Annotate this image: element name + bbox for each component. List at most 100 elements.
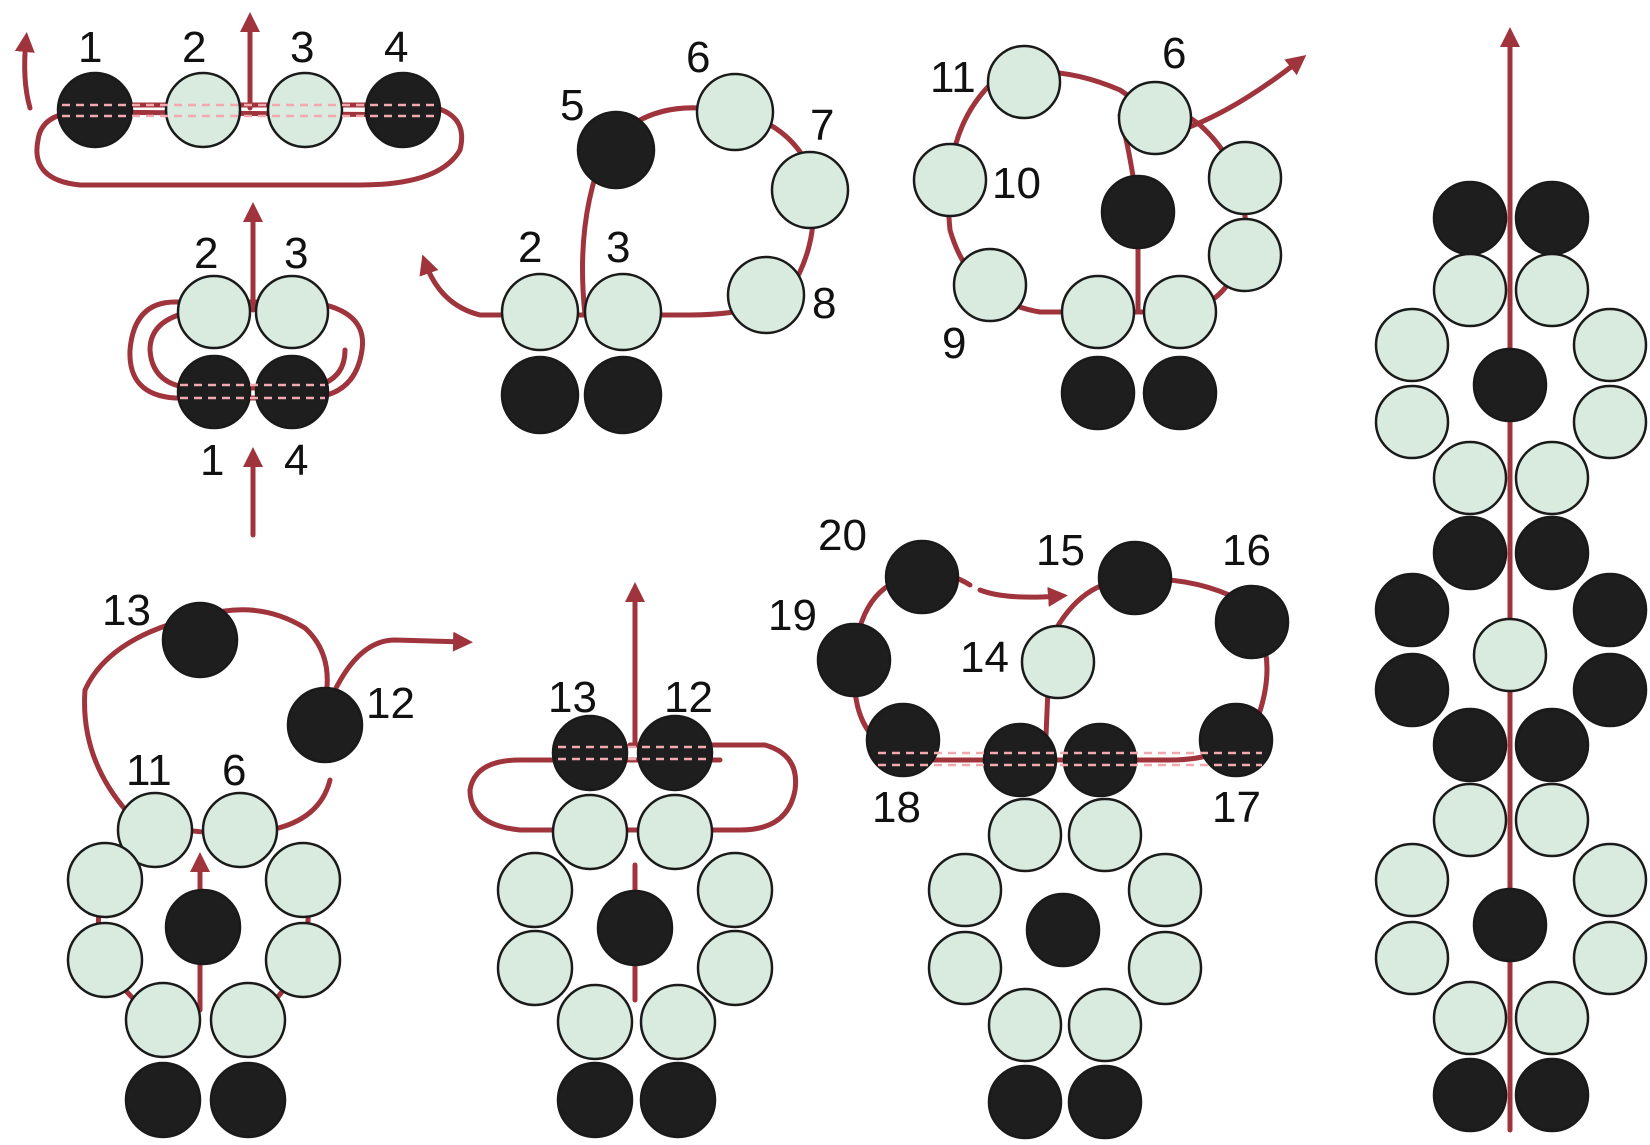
bead-side-left xyxy=(1374,652,1450,728)
step-5: 13 12 xyxy=(467,582,799,1139)
bead-11 xyxy=(986,44,1062,120)
bead-9 xyxy=(952,247,1028,323)
step-2: 5 6 7 2 3 8 xyxy=(419,33,850,435)
bead-2 xyxy=(164,71,242,149)
label: 14 xyxy=(960,633,1009,682)
bead-11 xyxy=(116,791,194,869)
bead-side-left xyxy=(1374,307,1450,383)
bead-3 xyxy=(254,274,330,350)
thread-loop xyxy=(467,742,799,833)
bead-mid-left xyxy=(987,797,1063,873)
bead-side-right-upper xyxy=(1127,852,1203,928)
bead-13 xyxy=(551,714,629,792)
bead-side-right xyxy=(1572,572,1648,648)
step-6: 20 15 16 19 14 18 17 xyxy=(768,511,1290,1140)
label: 3 xyxy=(290,23,314,72)
bead-14 xyxy=(1020,624,1096,700)
bead-20 xyxy=(884,539,960,615)
thread-inside xyxy=(62,103,438,118)
bead-row-left xyxy=(1432,515,1508,591)
bead-row-right xyxy=(1514,782,1590,858)
bead-side-left-lower xyxy=(496,929,574,1007)
label: 9 xyxy=(942,319,966,368)
bead-side-right-lower xyxy=(696,929,774,1007)
bead-base-left xyxy=(1432,1057,1508,1133)
bead-center xyxy=(1472,617,1548,693)
bead-base-right xyxy=(209,1061,287,1139)
label: 10 xyxy=(992,159,1041,208)
bead-6 xyxy=(201,791,279,869)
bead-side-right-upper xyxy=(696,851,774,929)
step-1b: 2 3 1 4 xyxy=(127,202,366,538)
bead-ring-right-upper xyxy=(1207,140,1283,216)
bead-side-left-upper xyxy=(66,841,144,919)
bead-3 xyxy=(266,71,344,149)
bead-center xyxy=(1025,892,1101,968)
bead-13 xyxy=(161,601,239,679)
thread-inside xyxy=(558,745,708,761)
bead-16 xyxy=(1214,584,1290,660)
bead-8 xyxy=(726,255,806,335)
bead-top-right xyxy=(1062,722,1138,798)
bead-12 xyxy=(286,686,364,764)
bead-side-left-upper xyxy=(927,852,1003,928)
label: 13 xyxy=(548,673,597,722)
bead-top-right xyxy=(1514,180,1590,256)
label: 7 xyxy=(810,101,834,150)
label: 2 xyxy=(182,23,206,72)
bead-bottom-right xyxy=(1067,987,1143,1063)
bead-side-right xyxy=(1572,307,1648,383)
bead-base-left xyxy=(124,1061,202,1139)
bead-side-left-lower xyxy=(66,921,144,999)
bead-base-left xyxy=(987,1064,1063,1140)
bead-12 xyxy=(636,714,714,792)
bead-row-left xyxy=(1432,782,1508,858)
bead-19 xyxy=(816,622,892,698)
thread-arrow-out xyxy=(977,586,1068,607)
bead-4 xyxy=(364,71,442,149)
thread-loop xyxy=(34,102,465,188)
label: 3 xyxy=(606,223,630,272)
label: 1 xyxy=(78,23,102,72)
label: 8 xyxy=(812,279,836,328)
bead-bottom-right xyxy=(209,981,287,1059)
bead-row-left xyxy=(1432,252,1508,328)
label: 12 xyxy=(664,673,713,722)
bead-18 xyxy=(865,702,941,778)
bead-side-left xyxy=(1374,384,1450,460)
bead-17 xyxy=(1198,702,1274,778)
bead-row-right xyxy=(1514,515,1590,591)
bead-bottom-left xyxy=(1060,274,1136,350)
bead-ring-right-lower xyxy=(1207,217,1283,293)
bead-center xyxy=(596,889,674,967)
label: 12 xyxy=(366,679,415,728)
bead-side-right xyxy=(1572,384,1648,460)
bead-mid-right xyxy=(636,793,714,871)
bead-mid-left xyxy=(551,793,629,871)
label: 1 xyxy=(200,436,224,485)
bead-row-right xyxy=(1514,707,1590,783)
bead-bottom-left xyxy=(987,987,1063,1063)
bead-side-left xyxy=(1374,920,1450,996)
label: 5 xyxy=(560,81,584,130)
bead-base-left xyxy=(1060,355,1136,431)
label: 17 xyxy=(1212,783,1261,832)
label: 16 xyxy=(1222,526,1271,575)
bead-top-left xyxy=(1432,180,1508,256)
label: 4 xyxy=(284,436,308,485)
bead-base-left xyxy=(500,355,580,435)
bead-1 xyxy=(176,354,252,430)
bead-mid-right xyxy=(1067,797,1143,873)
label: 6 xyxy=(686,33,710,82)
bead-row-right xyxy=(1514,440,1590,516)
bead-2 xyxy=(176,274,252,350)
bead-base-right xyxy=(1067,1064,1143,1140)
thread-inside xyxy=(180,383,325,400)
bead-side-right xyxy=(1572,920,1648,996)
bead-center xyxy=(1472,887,1548,963)
bead-7 xyxy=(770,150,850,230)
bead-6 xyxy=(1117,80,1193,156)
bead-side-right-lower xyxy=(264,921,342,999)
bead-6 xyxy=(695,72,775,152)
